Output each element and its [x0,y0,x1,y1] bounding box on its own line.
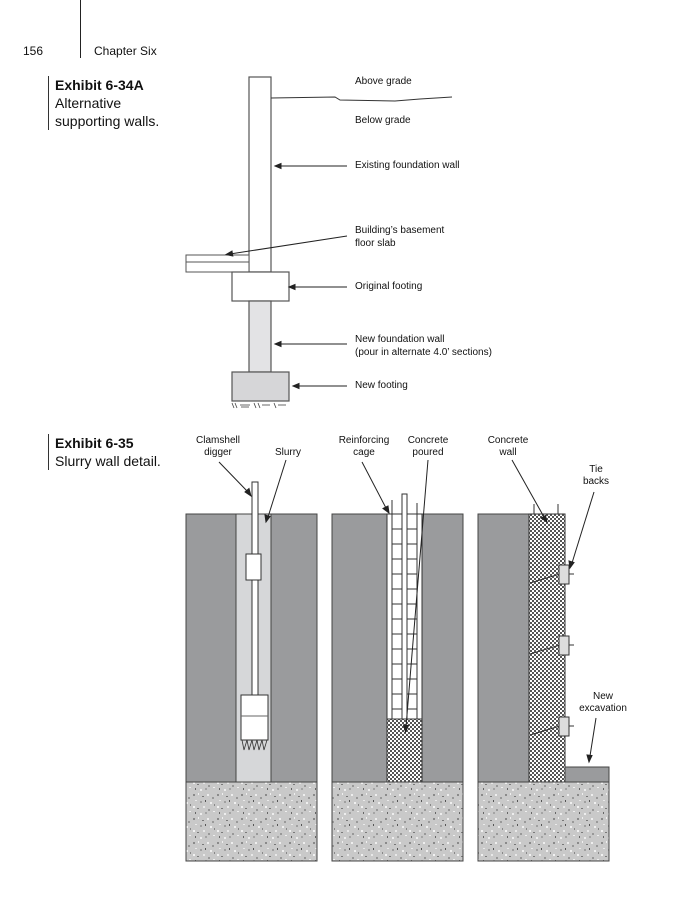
exhibit-caption-line: Slurry wall detail. [55,453,161,469]
label-line: Concrete [407,435,449,446]
label-line: poured [412,447,444,458]
soil-hatch [231,402,286,409]
label-new-wall-line2: (pour in alternate 4.0’ sections) [355,347,492,358]
label-new-wall-line1: New foundation wall [355,334,445,345]
clamshell-teeth [241,739,268,751]
exhibit-caption-line: supporting walls. [55,113,160,129]
exhibit-title: Exhibit 6-35 [55,435,134,451]
bedrock [477,781,610,862]
label-below-grade: Below grade [355,115,411,126]
existing-foundation-wall [248,76,272,273]
reinforcing-cage [391,493,418,720]
exhibit-caption-line: Alternative [55,95,122,111]
label-floor-slab-line2: floor slab [355,238,396,249]
label-reinforcing-cage: Reinforcing cage [334,435,394,459]
new-footing [231,371,290,402]
label-line: New [592,691,613,702]
new-foundation-wall [248,300,272,373]
grade-line [270,96,453,102]
exhibit-6-34a-caption: Exhibit 6-34A Alternative supporting wal… [48,76,159,130]
label-original-footing: Original footing [355,281,423,292]
label-clamshell-digger: Clamshell digger [190,435,246,459]
label-slurry: Slurry [274,447,302,458]
label-line: cage [353,447,375,458]
label-line: digger [204,447,232,458]
label-floor-slab-line1: Building’s basement [355,225,445,236]
excavation-floor [564,766,610,783]
label-tie-backs: Tie backs [578,464,614,488]
label-line: Reinforcing [338,435,390,446]
exhibit-title: Exhibit 6-34A [55,77,144,93]
header-divider [80,0,81,58]
slurry-panel-3 [477,459,610,862]
label-existing-foundation-wall: Existing foundation wall [355,160,460,171]
label-above-grade: Above grade [355,76,412,87]
label-line: backs [582,476,610,487]
label-line: excavation [579,703,627,714]
label-line: Clamshell [196,435,240,446]
page-number: 156 [23,44,44,58]
label-new-excavation: New excavation [572,691,634,715]
bedrock [331,781,464,862]
tie-backs [529,564,574,737]
chapter-title: Chapter Six [94,44,157,58]
label-line: wall [499,447,517,458]
leader-arrows [224,162,348,390]
basement-floor-slab [185,254,250,273]
exhibit-6-35-caption: Exhibit 6-35 Slurry wall detail. [48,434,161,470]
label-concrete-poured: Concrete poured [400,435,456,459]
clamshell-bucket [240,694,269,741]
clamshell-cable [251,481,259,696]
label-new-footing: New footing [355,380,408,391]
clamshell-block [245,553,262,581]
bedrock [185,781,318,862]
label-line: Concrete [487,435,529,446]
original-footing [231,271,290,302]
slurry-panel-2 [331,459,464,862]
exhibit-6-34a-drawing [185,76,453,409]
label-concrete-wall: Concrete wall [480,435,536,459]
label-line: Tie [589,464,603,475]
slurry-panel-1 [185,459,318,862]
